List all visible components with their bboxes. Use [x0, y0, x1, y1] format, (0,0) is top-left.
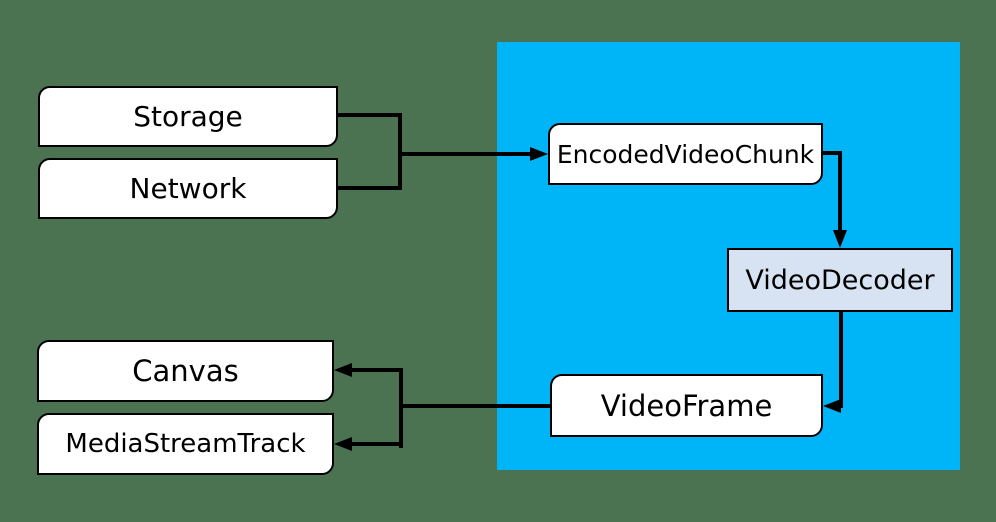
node-videoframe: VideoFrame	[550, 374, 823, 437]
node-encodedvideochunk-label: EncodedVideoChunk	[556, 139, 815, 169]
node-network: Network	[38, 158, 338, 219]
node-canvas: Canvas	[37, 340, 334, 402]
connector-canvas-branch	[352, 368, 401, 372]
arrowhead-into-mediastreamtrack	[334, 437, 352, 451]
connector-chunk-exit	[823, 151, 842, 155]
node-videodecoder: VideoDecoder	[727, 248, 953, 312]
node-mediastreamtrack: MediaStreamTrack	[37, 413, 334, 475]
arrowhead-into-videodecoder	[833, 230, 847, 248]
node-encodedvideochunk: EncodedVideoChunk	[548, 123, 823, 185]
arrowhead-into-videoframe	[823, 399, 841, 413]
connector-decoder-to-frame	[839, 312, 843, 408]
connector-storage-branch	[336, 113, 402, 117]
connector-mediastreamtrack-branch	[352, 442, 401, 446]
connector-sources-trunk	[398, 152, 532, 156]
node-storage-label: Storage	[133, 100, 243, 133]
node-mediastreamtrack-label: MediaStreamTrack	[65, 429, 306, 459]
arrowhead-into-encodedvideochunk	[530, 147, 548, 161]
connector-frame-trunk	[401, 404, 550, 408]
arrowhead-into-canvas	[334, 363, 352, 377]
connector-network-branch	[336, 186, 402, 190]
connector-sources-junction	[398, 113, 402, 190]
node-storage: Storage	[38, 86, 338, 147]
node-videoframe-label: VideoFrame	[600, 388, 773, 423]
node-canvas-label: Canvas	[132, 354, 239, 388]
node-network-label: Network	[129, 172, 247, 205]
connector-sinks-junction	[399, 368, 403, 448]
node-videodecoder-label: VideoDecoder	[745, 264, 935, 296]
connector-chunk-to-decoder	[838, 151, 842, 230]
